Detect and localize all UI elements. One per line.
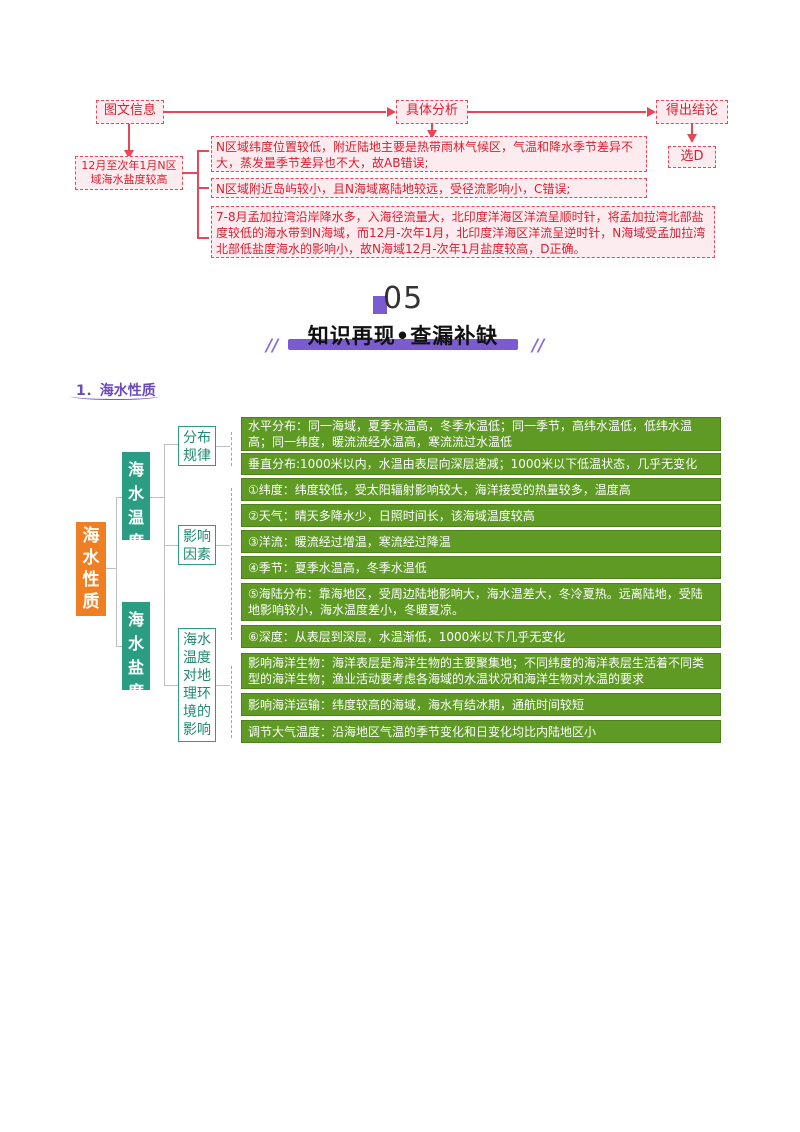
analysis-item-3: 7-8月孟加拉湾沿岸降水多，入海径流量大，北印度洋海区洋流呈顺时针，将孟加拉湾北…: [211, 206, 715, 258]
factor-item-weather: ②天气：晴天多降水少，日照时间长，该海域温度较高: [242, 505, 720, 526]
analysis-item-1: N区域纬度位置较低，附近陆地主要是热带雨林气候区，气温和降水季节差异不大，蒸发量…: [211, 136, 647, 172]
factor-item-season: ④季节：夏季水温高，冬季水温低: [242, 557, 720, 578]
banner-highlight: [288, 339, 518, 350]
factors-node: 影响因素: [178, 525, 216, 565]
arrow-down-icon: [427, 130, 437, 139]
factor-item-depth: ⑥深度：从表层到深层，水温渐低，1000米以下几乎无变化: [242, 626, 720, 647]
bracket-line: [197, 237, 209, 239]
dist-item-horizontal: 水平分布：同一海域，夏季水温高，冬季水温低；同一季节，高纬水温低，低纬水温高；同…: [242, 418, 720, 450]
arrow-right-icon: [387, 107, 396, 117]
connector: [116, 497, 122, 498]
flow-arrow-line: [164, 111, 386, 113]
banner-left-marks: //: [266, 336, 279, 356]
connector: [216, 446, 230, 447]
effect-item-marine-life: 影响海洋生物：海洋表层是海洋生物的主要聚集地；不同纬度的海洋表层生活着不同类型的…: [242, 654, 720, 688]
conclusion-header: 得出结论: [656, 100, 728, 124]
analysis-header: 具体分析: [396, 100, 468, 124]
bracket-line: [197, 150, 209, 152]
factor-item-land-sea: ⑤海陆分布：靠海地区，受周边陆地影响大，海水温差大，冬冷夏热。远离陆地，受陆地影…: [242, 584, 720, 620]
connector: [164, 545, 178, 546]
section-number: 05: [383, 281, 424, 316]
effect-item-air-temp: 调节大气温度：沿海地区气温的季节变化和日变化均比内陆地区小: [242, 721, 720, 742]
sea-salinity-node: 海水盐度: [122, 602, 150, 701]
connector: [150, 497, 164, 498]
conclusion-answer: 选D: [668, 146, 716, 168]
connector: [231, 488, 232, 640]
banner-title: 知识再现•查漏补缺: [307, 324, 499, 348]
flow-arrow-line: [431, 124, 433, 132]
sea-temp-node: 海水温度: [122, 452, 150, 551]
banner-right-marks: //: [532, 336, 545, 356]
effect-item-shipping: 影响海洋运输：纬度较高的海域，海水有结冰期，通航时间较短: [242, 694, 720, 715]
arrow-down-icon: [687, 134, 697, 143]
flow-arrow-line: [128, 124, 130, 152]
connector: [216, 685, 230, 686]
temp-effects-node: 海水温度对地理环境的影响: [178, 628, 216, 742]
number-accent: [373, 296, 387, 314]
section-title-underline: [70, 392, 160, 400]
flow-arrow-line: [468, 111, 646, 113]
connector: [164, 685, 178, 686]
factor-item-latitude: ①纬度：纬度较低，受太阳辐射影响较大，海洋接受的热量较多，温度高: [242, 479, 720, 500]
connector: [231, 432, 232, 466]
distribution-node: 分布规律: [178, 426, 216, 466]
analysis-item-2: N区域附近岛屿较小，且N海域离陆地较远，受径流影响小，C错误;: [211, 178, 647, 198]
connector: [231, 666, 232, 738]
arrow-right-icon: [647, 107, 656, 117]
factor-item-current: ③洋流：暖流经过增温，寒流经过降温: [242, 531, 720, 552]
connector: [164, 444, 178, 445]
flow-arrow-line: [691, 124, 693, 136]
info-header: 图文信息: [96, 100, 164, 124]
connector: [106, 568, 116, 569]
dist-item-vertical: 垂直分布:1000米以内，水温由表层向深层递减；1000米以下低温状态，几乎无变…: [242, 454, 720, 474]
bracket-line: [183, 172, 197, 174]
connector: [116, 646, 122, 647]
connector: [116, 497, 117, 646]
root-node: 海水性质: [76, 522, 106, 616]
arrow-down-icon: [124, 150, 134, 159]
bracket-line: [197, 150, 199, 238]
info-note: 12月至次年1月N区域海水盐度较高: [75, 156, 183, 190]
connector: [164, 444, 165, 685]
bracket-line: [197, 187, 209, 189]
connector: [216, 545, 230, 546]
